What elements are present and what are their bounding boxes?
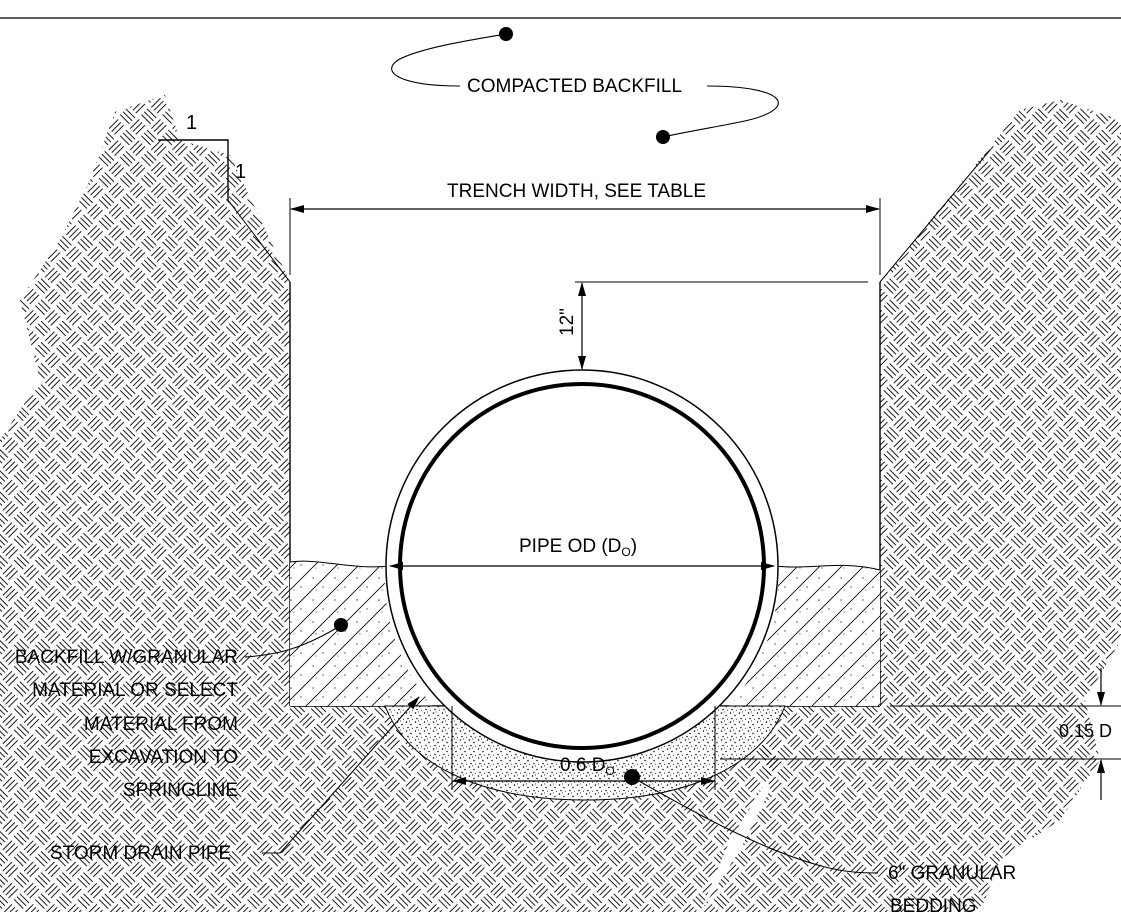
slope-indicator [158, 139, 229, 200]
granular-bedding-label-line-1: 6" GRANULAR [888, 863, 1017, 884]
trench-wall-right-slope [879, 149, 991, 283]
cover-depth-label: 12" [557, 308, 578, 336]
bedding-width-label: 0.6 DO [560, 755, 615, 778]
backfill-granular-leader [244, 625, 341, 658]
storm-drain-pipe-leader-arrow [279, 696, 420, 854]
backfill-granular-label-line-1: BACKFILL W/GRANULAR [14, 647, 238, 668]
backfill-granular-label-line-5: SPRINGLINE [122, 780, 238, 801]
granular-bedding-leader [631, 776, 879, 874]
bedding-depth-label: 0.15 D [1059, 721, 1113, 741]
backfill-granular-label-line-3: MATERIAL FROM [83, 714, 238, 735]
trench-width-label: TRENCH WIDTH, SEE TABLE [447, 181, 706, 202]
slope-run-label: 1 [186, 112, 198, 134]
backfill-granular-label-line-2: MATERIAL OR SELECT [32, 680, 238, 701]
slope-rise-label: 1 [235, 161, 247, 183]
granular-bedding-label-line-2: BEDDING [890, 896, 977, 917]
compacted-backfill-leader [391, 33, 779, 138]
leader-dot [656, 130, 670, 144]
native-soil-left [0, 95, 400, 912]
backfill-granular-label-line-4: EXCAVATION TO [88, 747, 238, 768]
compacted-backfill-label: COMPACTED BACKFILL [467, 76, 683, 97]
pipe-od-label: PIPE OD (DO) [519, 536, 638, 559]
trench-wall-left-slope [227, 199, 291, 283]
native-soil-right [700, 100, 1121, 912]
leader-dot [624, 769, 640, 785]
backfill-surface-line [289, 560, 881, 571]
leader-dot [334, 618, 348, 632]
storm-drain-pipe-label: STORM DRAIN PIPE [50, 843, 232, 864]
leader-dot [499, 27, 513, 41]
